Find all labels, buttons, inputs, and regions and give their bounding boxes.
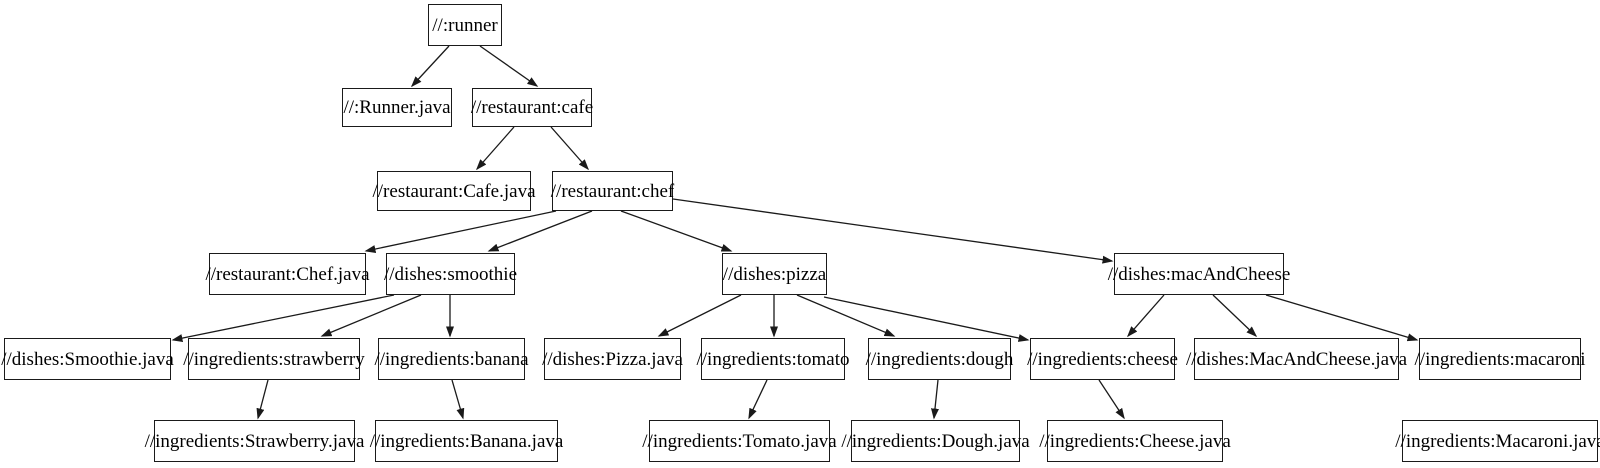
- edge-runner-to-cafe: [479, 45, 539, 87]
- graph-node-dough-java: //ingredients:Dough.java: [841, 420, 1030, 462]
- edge-mac-and-cheese-to-cheese: [1127, 294, 1165, 338]
- edge-strawberry-to-strawberry-java: [256, 379, 269, 420]
- edge-smoothie-to-strawberry: [320, 294, 422, 337]
- edge-cafe-to-chef: [550, 126, 589, 171]
- graph-node-smoothie: //dishes:smoothie: [384, 253, 517, 295]
- graph-node-pizza-java: //dishes:Pizza.java: [542, 338, 683, 380]
- edge-smoothie-to-smoothie-java: [171, 294, 395, 343]
- edge-mac-and-cheese-to-mac-and-cheese-java: [1212, 294, 1258, 338]
- edge-cafe-to-cafe-java: [476, 126, 515, 171]
- edge-chef-to-smoothie: [487, 210, 593, 252]
- graph-node-chef: //restaurant:chef: [551, 171, 674, 211]
- graph-node-cafe: //restaurant:cafe: [471, 88, 593, 127]
- edge-dough-to-dough-java: [931, 379, 939, 420]
- edge-mac-and-cheese-to-macaroni: [1265, 294, 1419, 342]
- edge-tomato-to-tomato-java: [748, 379, 768, 420]
- graph-node-cafe-java: //restaurant:Cafe.java: [373, 171, 536, 211]
- graph-node-runner-java: //:Runner.java: [342, 88, 452, 127]
- graph-node-mac-and-cheese-java: //dishes:MacAndCheese.java: [1186, 338, 1407, 380]
- graph-node-smoothie-java: //dishes:Smoothie.java: [1, 338, 174, 380]
- graph-node-macaroni-java: //ingredients:Macaroni.java: [1395, 420, 1600, 462]
- graph-node-dough: //ingredients:dough: [866, 338, 1013, 380]
- edge-chef-to-pizza: [620, 210, 733, 252]
- graph-node-banana-java: //ingredients:Banana.java: [370, 420, 563, 462]
- edge-chef-to-mac-and-cheese: [672, 198, 1114, 264]
- edge-runner-to-runner-java: [410, 45, 450, 88]
- graph-node-runner: //:runner: [428, 4, 502, 46]
- edge-pizza-to-pizza-java: [657, 294, 742, 337]
- graph-node-cheese: //ingredients:cheese: [1027, 338, 1178, 380]
- graph-node-banana: //ingredients:banana: [374, 338, 529, 380]
- graph-node-mac-and-cheese: //dishes:macAndCheese: [1108, 253, 1290, 295]
- graph-node-tomato-java: //ingredients:Tomato.java: [642, 420, 837, 462]
- graph-node-cheese-java: //ingredients:Cheese.java: [1039, 420, 1231, 462]
- graph-node-strawberry: //ingredients:strawberry: [183, 338, 365, 380]
- edge-group: [171, 45, 1419, 420]
- graph-node-strawberry-java: //ingredients:Strawberry.java: [145, 420, 364, 462]
- graph-node-tomato: //ingredients:tomato: [696, 338, 850, 380]
- graph-node-macaroni: //ingredients:macaroni: [1415, 338, 1585, 380]
- graph-node-pizza: //dishes:pizza: [722, 253, 827, 295]
- graph-node-chef-java: //restaurant:Chef.java: [205, 253, 370, 295]
- edge-pizza-to-dough: [796, 294, 896, 337]
- edge-banana-to-banana-java: [451, 379, 465, 420]
- edge-cheese-to-cheese-java: [1098, 379, 1125, 420]
- edge-chef-to-chef-java: [364, 210, 557, 253]
- edge-pizza-to-cheese: [823, 296, 1030, 342]
